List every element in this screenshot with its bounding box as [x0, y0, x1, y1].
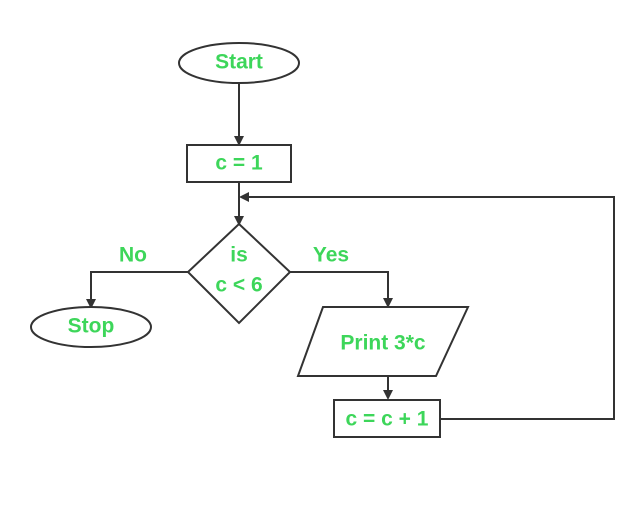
print-io-parallelogram	[296, 306, 470, 377]
edge-yes-to-print	[290, 271, 393, 308]
edge-no-to-stop	[86, 271, 188, 309]
decision-label-line2: c < 6	[215, 274, 262, 297]
yes-label: Yes	[313, 244, 349, 267]
increment-label: c = c + 1	[346, 408, 429, 431]
stop-label: Stop	[68, 315, 115, 338]
no-label: No	[119, 244, 147, 267]
init-process-box	[186, 144, 292, 183]
edge-loop-back	[239, 192, 615, 420]
stop-terminator	[30, 306, 152, 348]
print-label: Print 3*c	[340, 332, 426, 355]
decision-label-line1: is	[230, 244, 248, 267]
start-terminator	[178, 42, 300, 84]
decision-diamond	[186, 222, 292, 325]
init-label: c = 1	[215, 152, 263, 175]
start-label: Start	[215, 51, 263, 74]
